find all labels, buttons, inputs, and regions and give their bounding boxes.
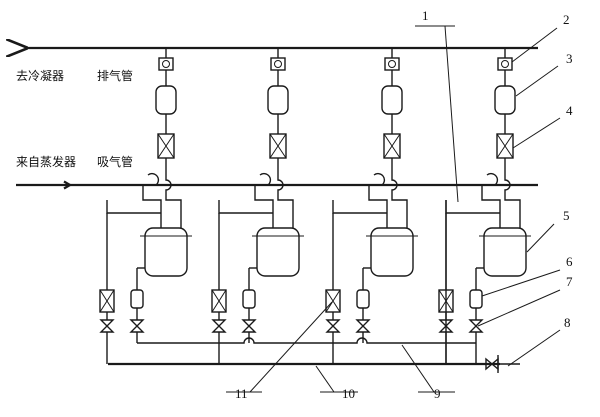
oil-valve xyxy=(438,319,454,333)
callout-leader xyxy=(249,301,333,393)
compressor xyxy=(256,227,300,277)
check-valve xyxy=(270,57,286,71)
callout-leader xyxy=(526,223,555,253)
callout-leader xyxy=(511,27,558,63)
callout-leader xyxy=(507,329,561,367)
callout-number: 11 xyxy=(235,386,248,401)
compressor xyxy=(483,227,527,277)
oil-separator xyxy=(267,85,289,115)
callout-number: 6 xyxy=(566,254,573,269)
callout-number: 4 xyxy=(566,103,573,118)
oil-valve xyxy=(325,319,341,333)
oil-separator xyxy=(155,85,177,115)
equalizer-valve xyxy=(355,319,371,333)
check-valve xyxy=(384,57,400,71)
label-suction-pipe: 吸气管 xyxy=(97,154,133,169)
callout-leader xyxy=(481,269,561,297)
compressor-unit-1 xyxy=(99,48,192,364)
callout-number: 1 xyxy=(422,8,429,23)
callout-leader xyxy=(515,65,559,97)
equalizer-valve xyxy=(468,319,484,333)
check-valve-symbol xyxy=(501,60,509,68)
oil-level-gauge xyxy=(130,289,144,309)
compressor xyxy=(370,227,414,277)
oil-equalizer-line xyxy=(137,337,476,344)
callout-leader xyxy=(401,344,435,393)
oil-level-gauge xyxy=(356,289,370,309)
check-valve-symbol xyxy=(162,60,170,68)
callout-leader xyxy=(444,25,459,203)
callout-number: 9 xyxy=(434,386,441,401)
check-valve xyxy=(158,57,174,71)
oil-separator xyxy=(494,85,516,115)
outlet-valve xyxy=(485,355,499,373)
equalizer-valve xyxy=(241,319,257,333)
equalizer-valve xyxy=(129,319,145,333)
compressor xyxy=(144,227,188,277)
label-to-condenser: 去冷凝器 xyxy=(16,68,64,83)
callout-number: 2 xyxy=(563,12,570,27)
compressor-unit-3 xyxy=(325,48,418,364)
callout-number: 5 xyxy=(563,208,570,223)
callout-number: 3 xyxy=(566,51,573,66)
oil-valve xyxy=(211,319,227,333)
check-valve-symbol xyxy=(274,60,282,68)
callout-leader xyxy=(477,289,561,327)
callout-number: 7 xyxy=(566,274,573,289)
oil-level-gauge xyxy=(469,289,483,309)
label-from-evaporator: 来自蒸发器 xyxy=(16,154,76,169)
callout-leader xyxy=(512,117,561,149)
callout-number: 8 xyxy=(564,315,571,330)
callout-number: 10 xyxy=(342,386,355,401)
oil-valve xyxy=(99,319,115,333)
check-valve-symbol xyxy=(388,60,396,68)
callout-leader xyxy=(315,365,335,393)
check-valve xyxy=(497,57,513,71)
label-exhaust-pipe: 排气管 xyxy=(97,68,133,83)
compressor-unit-2 xyxy=(211,48,304,364)
oil-level-gauge xyxy=(242,289,256,309)
oil-separator xyxy=(381,85,403,115)
suction-arrow xyxy=(63,180,71,190)
